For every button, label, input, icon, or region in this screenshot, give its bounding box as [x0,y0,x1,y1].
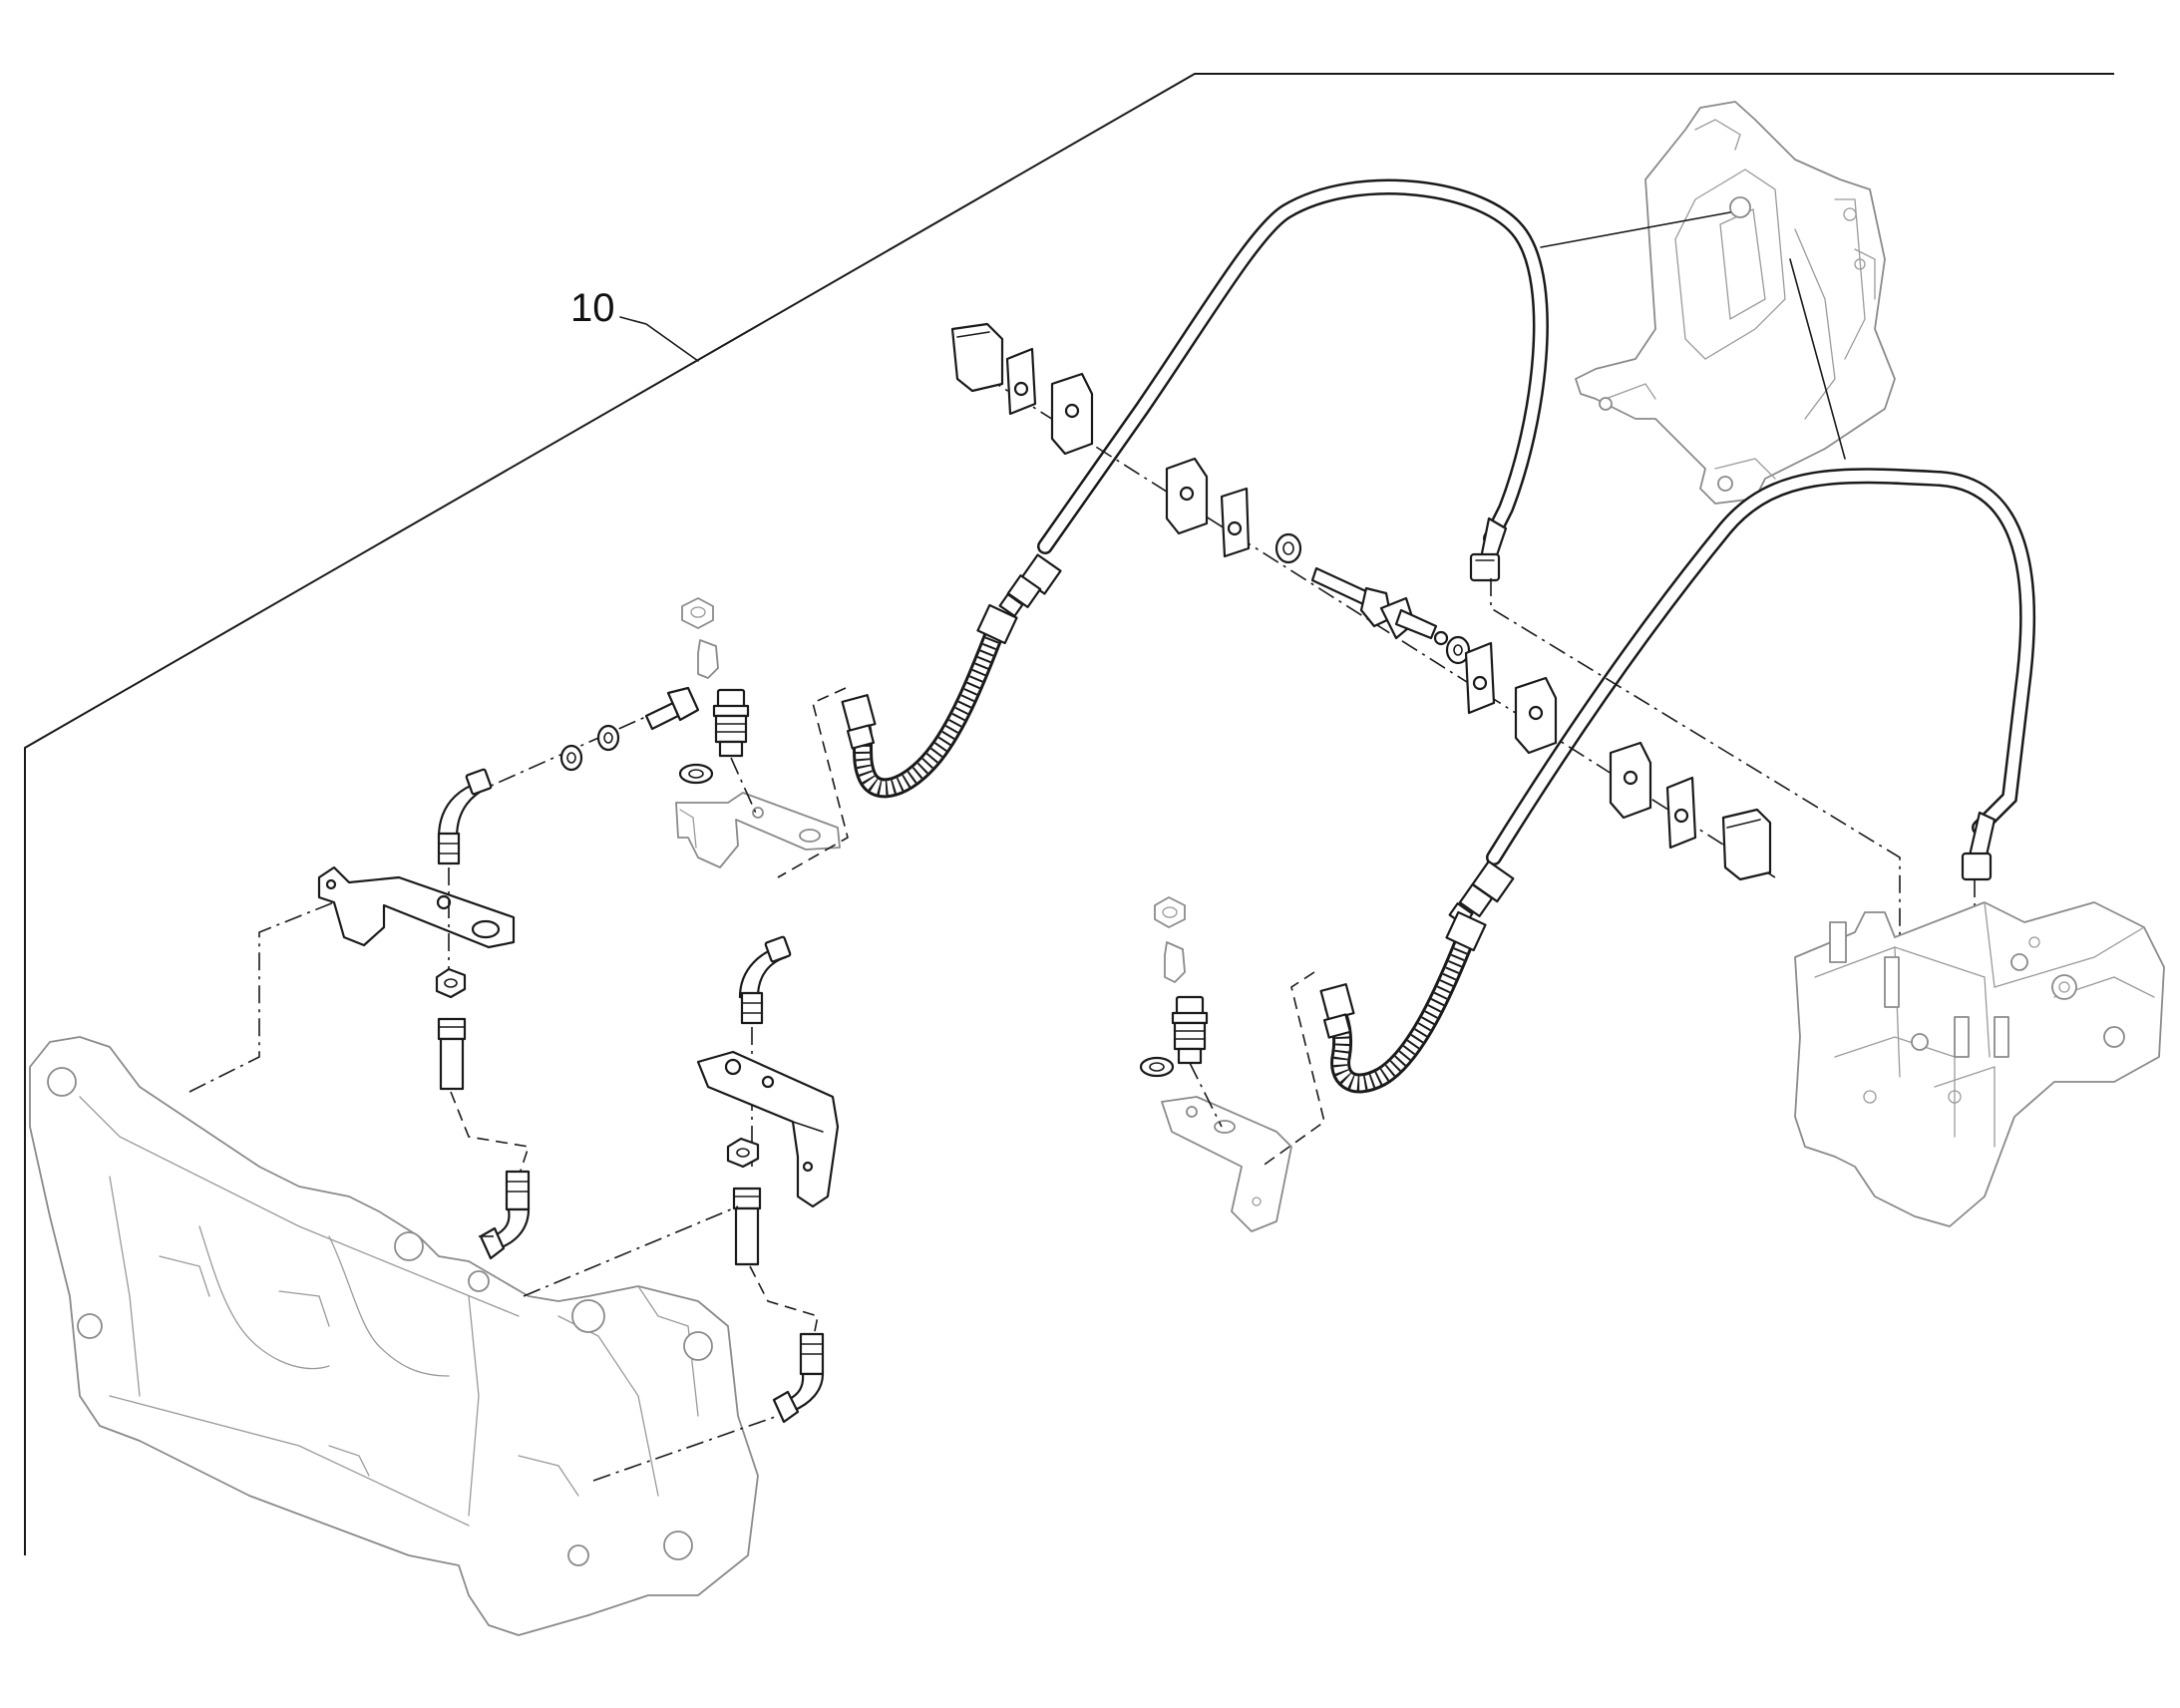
mounting-bracket-center[interactable] [696,1050,840,1208]
corrugated-hose-left[interactable] [841,603,1018,799]
corrugated-hose-right[interactable] [1319,910,1487,1094]
upper-left-hardware[interactable] [468,686,700,797]
mounting-bracket-left[interactable] [317,865,516,987]
front-axle-frame[interactable] [29,1036,759,1636]
elbow-fitting-lower[interactable] [738,935,792,1167]
callout-10[interactable]: 10 [570,286,699,362]
bulkhead-fitting-lower[interactable] [1139,971,1325,1168]
left-elbow-hose-end[interactable] [479,1170,531,1260]
frame-connection-lines [188,901,779,1482]
center-elbow-hose-end[interactable] [772,1332,825,1424]
tower-leader-lines [1540,211,1846,460]
control-valve-block[interactable] [1794,901,2165,1227]
ghost-nut-upper [681,597,719,679]
hydraulic-hose-left[interactable] [998,178,1549,617]
hose-clamp-set[interactable] [950,322,1776,881]
hydraulic-hose-right[interactable] [1448,468,2036,926]
center-adapter-stack[interactable] [726,1137,819,1342]
loader-tower-frame[interactable] [1575,101,1896,505]
callout-10-label: 10 [570,286,615,330]
mounting-bracket-ghost-upper[interactable] [675,792,841,868]
mounting-bracket-ghost-lower[interactable] [1154,896,1292,1232]
upper-center-dashes [777,687,849,878]
elbow-fitting-upper[interactable] [437,768,493,865]
left-adapter-stack[interactable] [435,967,531,1178]
bulkhead-fitting-upper[interactable] [678,688,759,819]
assembly-frame [24,73,2114,1555]
